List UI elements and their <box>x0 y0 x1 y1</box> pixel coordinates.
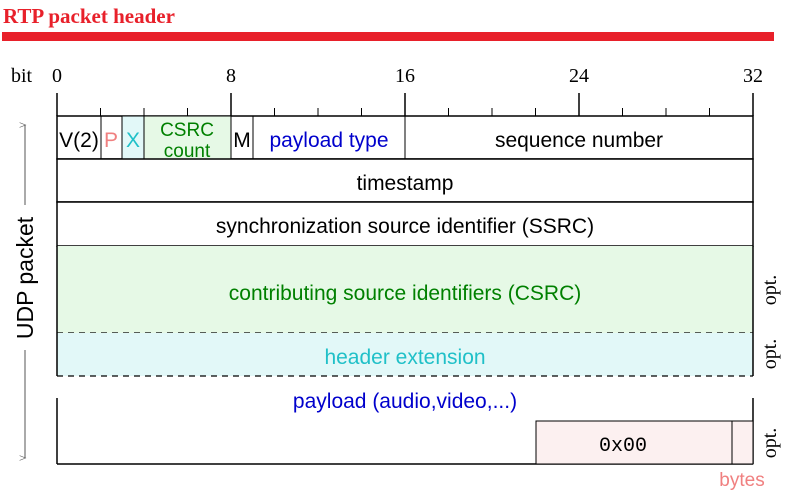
axis-unit-label: bit <box>11 65 33 87</box>
header-extension-row <box>57 333 753 376</box>
sequence-number-field: sequence number <box>495 129 663 152</box>
extension-flag: X <box>126 129 140 152</box>
timestamp-field: timestamp <box>357 172 454 195</box>
padding-flag: P <box>104 129 118 152</box>
padding-bytes-field <box>535 420 754 465</box>
udp-packet-label: UDP packet <box>12 216 38 339</box>
version-field: V(2) <box>59 129 99 152</box>
csrc-count-label-line1: CSRC <box>160 120 214 141</box>
ssrc-field: synchronization source identifier (SSRC) <box>216 215 594 238</box>
axis-tick-label-24: 24 <box>569 65 589 87</box>
csrc-count-label-line2: count <box>164 141 211 162</box>
csrc-row <box>57 246 753 333</box>
opt-label-extension: opt. <box>759 339 781 370</box>
axis-tick-label-0: 0 <box>52 65 62 87</box>
bit-ruler <box>56 93 754 116</box>
opt-label-padding: opt. <box>759 428 781 459</box>
csrc-field: contributing source identifiers (CSRC) <box>229 282 581 305</box>
marker-flag: M <box>233 129 251 152</box>
axis-tick-label-32: 32 <box>743 65 763 87</box>
row-1-dividers <box>100 116 406 159</box>
title-underline <box>2 32 774 41</box>
csrc-count-field <box>143 115 232 160</box>
axis-tick-label-16: 16 <box>395 65 415 87</box>
bytes-label: bytes <box>719 470 764 491</box>
opt-label-csrc: opt. <box>759 275 781 306</box>
timestamp-row <box>56 158 754 203</box>
axis-tick-label-8: 8 <box>226 65 236 87</box>
payload-type-field: payload type <box>269 129 388 152</box>
header-extension-field: header extension <box>324 346 485 369</box>
padding-bytes-value: 0x00 <box>599 435 647 458</box>
diagram-title: RTP packet header <box>3 4 175 28</box>
payload-field: payload (audio,video,...) <box>293 390 517 413</box>
